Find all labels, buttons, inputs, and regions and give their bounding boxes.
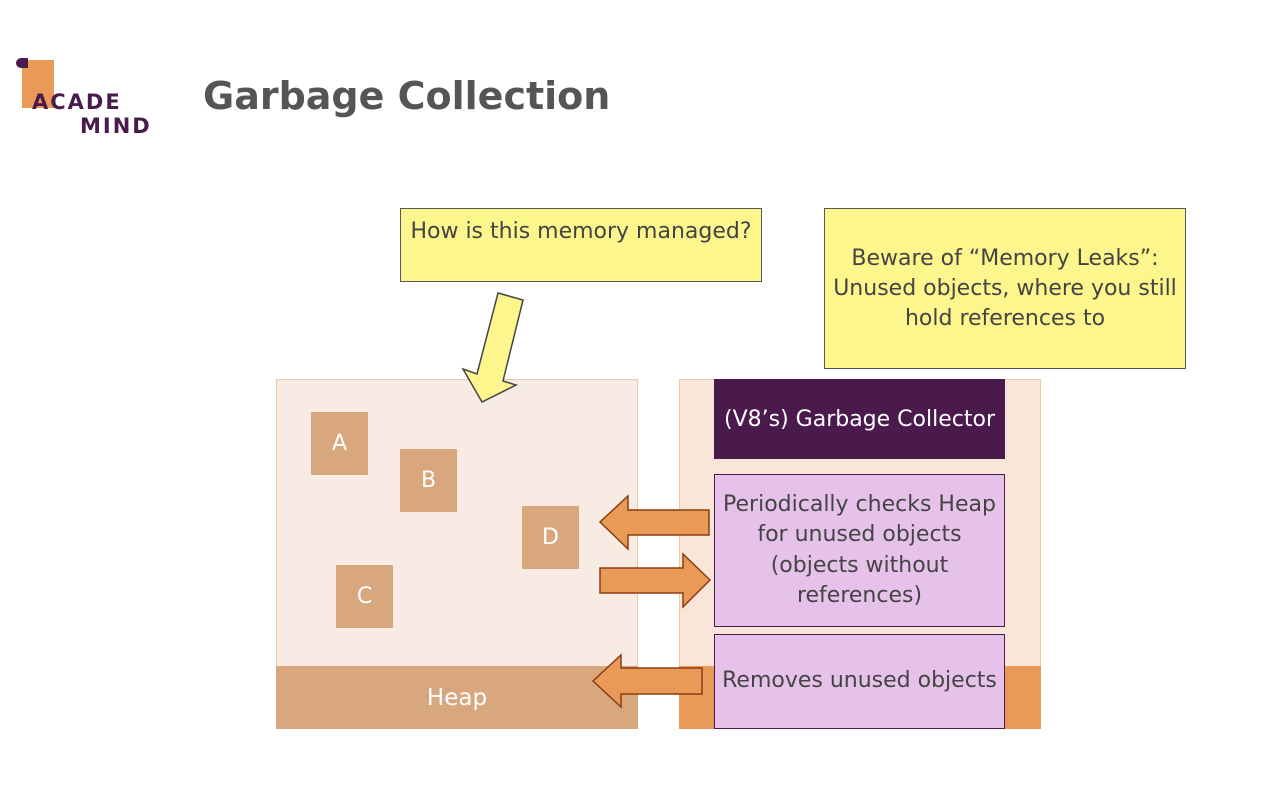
gc-header: (V8’s) Garbage Collector — [714, 379, 1005, 459]
note-memory-leaks: Beware of “Memory Leaks”: Unused objects… — [824, 208, 1186, 369]
gc-remove-box: Removes unused objects — [714, 634, 1005, 729]
logo-curl-icon — [16, 58, 28, 68]
heap-label: Heap — [276, 666, 638, 729]
heap-object-c: C — [336, 565, 393, 628]
note-leaks-text: Beware of “Memory Leaks”: Unused objects… — [833, 245, 1177, 331]
gc-check-text: Periodically checks Heap for unused obje… — [723, 491, 996, 609]
heap-object-a: A — [311, 412, 368, 475]
arrow-question-to-heap — [461, 292, 524, 403]
gc-header-text: (V8’s) Garbage Collector — [724, 406, 995, 432]
heap-object-b: B — [400, 449, 457, 512]
logo-text-line1: ACADE — [32, 90, 122, 114]
arrow-check-to-heap — [598, 494, 710, 551]
logo-flag-icon — [22, 60, 54, 108]
gc-check-box: Periodically checks Heap for unused obje… — [714, 474, 1005, 627]
arrow-heap-to-check — [599, 552, 712, 609]
note-memory-question: How is this memory managed? — [400, 208, 762, 282]
page-title: Garbage Collection — [203, 74, 611, 118]
heap-object-d: D — [522, 506, 579, 569]
gc-remove-text: Removes unused objects — [722, 668, 997, 694]
arrow-remove-to-heap — [591, 653, 703, 709]
logo-text-line2: MIND — [80, 114, 152, 138]
note-memory-text: How is this memory managed? — [410, 219, 752, 244]
